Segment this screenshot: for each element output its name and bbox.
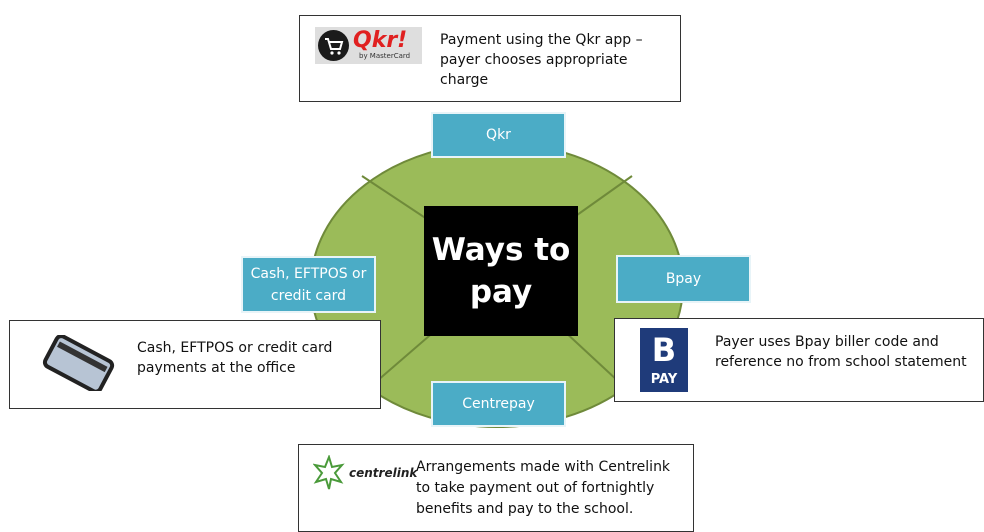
- segment-centrepay-tab: Centrepay: [431, 381, 566, 427]
- callout-qkr-text: Payment using the Qkr app – payer choose…: [440, 32, 643, 88]
- qkr-logo: Qkr! by MasterCard: [315, 27, 422, 64]
- credit-card-icon: [38, 334, 120, 397]
- segment-bpay-tab: Bpay: [616, 255, 751, 303]
- bpay-logo-sub: PAY: [650, 372, 678, 387]
- segment-bpay-label: Bpay: [665, 271, 702, 287]
- oval-divider-nw: [361, 175, 437, 226]
- callout-centrepay: centrelink Arrangements made with Centre…: [298, 444, 694, 532]
- centrelink-logo: centrelink: [312, 453, 417, 491]
- callout-cash: Cash, EFTPOS or credit card payments at …: [9, 320, 381, 409]
- bpay-logo-mark: B: [651, 331, 677, 369]
- segment-centrepay-label: Centrepay: [462, 396, 535, 412]
- qkr-logo-sub: by MasterCard: [359, 52, 411, 60]
- segment-cash-label: Cash, EFTPOS or credit card: [250, 265, 367, 304]
- center-title: Ways to pay: [431, 232, 571, 310]
- callout-bpay-text: Payer uses Bpay biller code and referenc…: [715, 334, 967, 370]
- segment-qkr-tab: Qkr: [431, 112, 566, 158]
- center-title-box: Ways to pay: [424, 206, 578, 336]
- segment-qkr-label: Qkr: [486, 127, 511, 143]
- callout-bpay: B PAY Payer uses Bpay biller code and re…: [614, 318, 984, 402]
- callout-centrepay-text: Arrangements made with Centrelink to tak…: [416, 459, 671, 517]
- shopping-cart-icon: [318, 30, 349, 61]
- qkr-logo-word: Qkr!: [353, 28, 408, 53]
- centrelink-star-icon: [312, 453, 345, 490]
- centrelink-logo-word: centrelink: [349, 466, 418, 480]
- callout-qkr: Qkr! by MasterCard Payment using the Qkr…: [299, 15, 681, 102]
- segment-cash-tab: Cash, EFTPOS or credit card: [241, 256, 376, 313]
- callout-cash-text: Cash, EFTPOS or credit card payments at …: [137, 340, 333, 376]
- bpay-logo: B PAY: [640, 328, 688, 392]
